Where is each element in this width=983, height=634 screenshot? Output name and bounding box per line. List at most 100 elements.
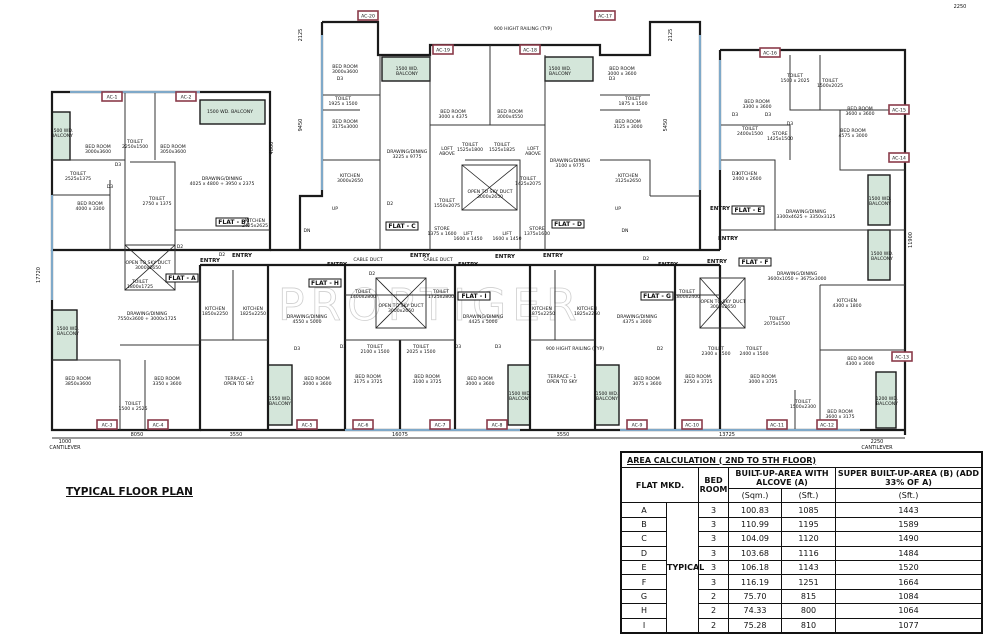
plan-note: ENTRY bbox=[327, 262, 348, 268]
room-label: 1200 WD.BALCONY bbox=[876, 396, 899, 407]
ac-ledge: AC-2 bbox=[175, 91, 197, 102]
svg-text:FLAT - C: FLAT - C bbox=[388, 223, 416, 230]
svg-text:AC-13: AC-13 bbox=[895, 355, 909, 361]
plan-note: ENTRY bbox=[410, 253, 431, 259]
door-mark: D2 bbox=[643, 256, 650, 262]
flat-cell: C bbox=[621, 531, 667, 547]
super-sft-cell: 1443 bbox=[835, 502, 982, 518]
ac-ledge: AC-15 bbox=[888, 104, 910, 115]
svg-text:AC-16: AC-16 bbox=[763, 51, 777, 57]
ac-ledge: AC-17 bbox=[594, 10, 616, 21]
ac-ledge: AC-9 bbox=[626, 419, 648, 430]
dimension-label: 2250 bbox=[871, 439, 884, 445]
dimension-label: 2125 bbox=[668, 29, 674, 42]
sqm-cell: 100.83 bbox=[728, 502, 782, 518]
dimension-label: 2125 bbox=[298, 29, 304, 42]
super-sft-cell: 1064 bbox=[835, 603, 982, 619]
door-mark: D2 bbox=[369, 271, 376, 277]
svg-text:AC-10: AC-10 bbox=[685, 423, 699, 429]
plan-note: ENTRY bbox=[718, 236, 739, 242]
bed-room-cell: 3 bbox=[698, 531, 729, 547]
door-mark: D2 bbox=[387, 201, 394, 207]
plan-note: UP bbox=[332, 206, 338, 212]
sqm-cell: 75.28 bbox=[728, 617, 782, 633]
header-built-up: BUILT-UP-AREA WITH ALCOVE (A) bbox=[728, 467, 836, 489]
flat-cell: I bbox=[621, 617, 667, 633]
dimension-label: 17720 bbox=[36, 267, 42, 283]
flat-cell: H bbox=[621, 603, 667, 619]
sft-cell: 1116 bbox=[781, 545, 836, 561]
sft-cell: 1120 bbox=[781, 531, 836, 547]
dimension-label: 16075 bbox=[392, 432, 408, 438]
svg-text:AC-9: AC-9 bbox=[632, 423, 643, 429]
door-mark: D3 bbox=[340, 344, 347, 350]
svg-text:AC-5: AC-5 bbox=[302, 423, 313, 429]
door-mark: D2 bbox=[177, 244, 184, 250]
header-bed-room: BED ROOM bbox=[698, 466, 729, 504]
sqm-cell: 103.68 bbox=[728, 545, 782, 561]
svg-text:AC-20: AC-20 bbox=[361, 14, 375, 20]
ac-ledge: AC-5 bbox=[296, 419, 318, 430]
sft-cell: 815 bbox=[781, 588, 836, 605]
dimension-label: CANTILEVER bbox=[861, 445, 893, 451]
plan-note: 900 HIGHT RAILING (TYP) bbox=[494, 26, 552, 32]
dimension-label: 1000 bbox=[59, 439, 72, 445]
ac-ledge: AC-16 bbox=[759, 47, 781, 58]
flat-cell: F bbox=[621, 574, 667, 590]
door-mark: D3 bbox=[765, 112, 772, 118]
header-sqm: (Sqm.) bbox=[728, 487, 782, 504]
sqm-cell: 104.09 bbox=[728, 531, 782, 547]
svg-text:AC-6: AC-6 bbox=[358, 423, 369, 429]
svg-text:AC-12: AC-12 bbox=[820, 423, 834, 429]
dimension-label: CANTILEVER bbox=[49, 445, 81, 451]
room-label: 1500 WD.BALCONY bbox=[596, 391, 619, 402]
ac-ledge: AC-19 bbox=[432, 44, 454, 55]
ac-ledge: AC-6 bbox=[352, 419, 374, 430]
room-label: 1500 WD.BALCONY bbox=[869, 196, 892, 207]
plan-note: CABLE DUCT bbox=[353, 257, 383, 263]
door-mark: D3 bbox=[732, 171, 739, 177]
ac-ledge: AC-18 bbox=[519, 44, 541, 55]
sqm-cell: 74.33 bbox=[728, 603, 782, 619]
sft-cell: 810 bbox=[781, 617, 836, 633]
flat-tag: FLAT - G bbox=[640, 291, 674, 301]
